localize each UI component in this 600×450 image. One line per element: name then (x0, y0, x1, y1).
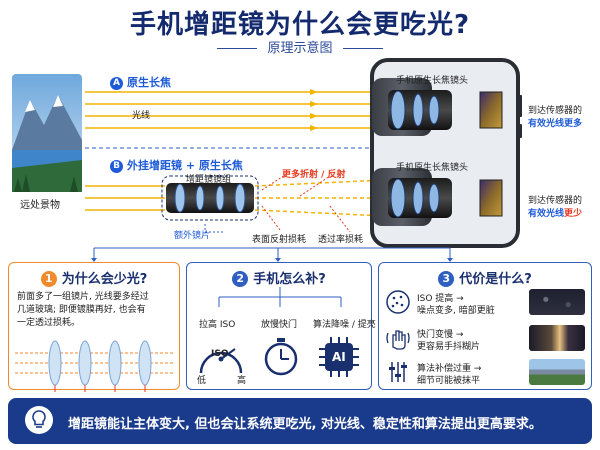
cost-row-3-line-2: 细节可能被抹平 (417, 376, 481, 386)
surface-reflection-loss-label: 表面反射损耗 (252, 235, 307, 245)
panel-1-number: 1 (40, 271, 57, 287)
row-b-sensor-value: 有效光线更少 (528, 206, 582, 219)
panel-3-title: 3 代价是什么? (379, 268, 591, 287)
panel-1-line-3: 一定透过损耗。 (17, 318, 81, 328)
iso-high-label: 高 (237, 376, 247, 386)
panel-3-number: 3 (438, 271, 455, 287)
row-a-badge: A (110, 76, 123, 90)
cost-row-3-line-1: 算法补偿过重 → (417, 364, 482, 374)
row-b-heading: B 外挂增距镜 + 原生长焦 (110, 157, 243, 173)
cost-row-1-line-2: 噪点变多, 暗部更脏 (417, 306, 495, 316)
noise-icon (386, 290, 410, 314)
panel-2-title: 2 手机怎么补? (187, 268, 371, 287)
sliders-icon (389, 362, 407, 382)
row-a-sensor-label: 到达传感器的 (528, 106, 583, 116)
shaky-hand-icon (386, 330, 410, 350)
row-b-lens-label: 手机原生长焦镜头 (396, 163, 469, 173)
row-a-sensor-value: 有效光线更多 (528, 119, 583, 129)
cost-row-2-line-2: 更容易手抖糊片 (417, 342, 481, 352)
native-telephoto-lens-a (388, 90, 503, 130)
blurry-photo-thumbnail (529, 325, 585, 351)
glass-plates-illustration (15, 340, 175, 392)
extender-lens-group (161, 175, 259, 221)
row-b-sensor-value-less: 更少 (564, 209, 583, 219)
panel-what-is-the-cost: 3 代价是什么? ISO 提高 → 噪点变多, 暗部更脏 快门变慢 → 更容易手抖… (378, 262, 592, 390)
panel-1-line-1: 前面多了一组镜片, 光线要多经过 (17, 292, 149, 302)
lightbulb-icon (25, 406, 53, 434)
page-title: 手机增距镜为什么会更吃光? (129, 10, 471, 40)
row-a-heading: A 原生长焦 (110, 74, 171, 90)
iso-low-label: 低 (197, 376, 207, 386)
panel-why-less-light: 1 为什么会少光? 前面多了一组镜片, 光线要多经过 几道玻璃; 即便镀膜再好, … (8, 262, 180, 392)
panel-1-line-2: 几道玻璃; 即便镀膜再好, 也会有 (17, 305, 146, 315)
page-subtitle: 原理示意图 (0, 37, 600, 56)
panel-2-number: 2 (232, 271, 249, 287)
phone-body (370, 58, 520, 248)
panel-2-item-shutter: 放慢快门 (261, 320, 298, 330)
cost-row-2-line-1: 快门变慢 → (417, 330, 464, 340)
refraction-loss-label: 更多折射 / 反射 (282, 170, 346, 180)
smoothed-photo-thumbnail (529, 359, 585, 385)
stopwatch-icon (264, 338, 298, 376)
transmission-loss-label: 透过率损耗 (318, 235, 364, 245)
iso-dial-text: ISO (211, 349, 229, 359)
landscape-image (12, 74, 82, 192)
panel-2-tree (218, 287, 342, 307)
row-b-sensor-label: 到达传感器的 (528, 196, 583, 206)
ai-chip-text: AI (332, 350, 346, 364)
diagram-canvas (12, 58, 522, 262)
panel-2-item-iso: 拉高 ISO (199, 320, 236, 330)
panel-1-text: 前面多了一组镜片, 光线要多经过 几道玻璃; 即便镀膜再好, 也会有 一定透过损… (17, 291, 149, 330)
ai-chip-icon (319, 337, 359, 377)
row-b-badge: B (110, 159, 123, 173)
row-a-lens-label: 手机原生长焦镜头 (396, 76, 469, 86)
row-b-label: 外挂增距镜 + 原生长焦 (127, 159, 243, 172)
ray-label: 光线 (132, 111, 151, 121)
native-telephoto-lens-b (388, 178, 503, 218)
panel-1-title-text: 为什么会少光? (61, 272, 148, 287)
panel-3-title-text: 代价是什么? (459, 272, 532, 287)
noisy-photo-thumbnail (529, 289, 585, 315)
extra-lens-label: 额外镜片 (174, 231, 211, 241)
scene-label: 远处景物 (20, 200, 60, 211)
panel-2-item-algorithm: 算法降噪 / 提亮 (313, 320, 376, 330)
iso-dial-icon (199, 348, 243, 374)
panel-how-phone-compensates: 2 手机怎么补? 拉高 ISO 放慢快门 算法降噪 / 提亮 ISO 低 高 AI (186, 262, 376, 390)
row-b-sensor-value-main: 有效光线 (528, 209, 565, 219)
panel-2-title-text: 手机怎么补? (253, 272, 326, 287)
panel-1-title: 1 为什么会少光? (9, 268, 179, 287)
connector-arrows (93, 247, 451, 258)
row-a-label: 原生长焦 (127, 76, 171, 89)
extender-group-label: 增距镜镜组 (186, 175, 232, 185)
cost-row-1-line-1: ISO 提高 → (417, 294, 464, 304)
conclusion-banner: 增距镜能让主体变大, 但也会让系统更吃光, 对光线、稳定性和算法提出更高要求。 (8, 398, 592, 444)
conclusion-text: 增距镜能让主体变大, 但也会让系统更吃光, 对光线、稳定性和算法提出更高要求。 (68, 417, 542, 432)
